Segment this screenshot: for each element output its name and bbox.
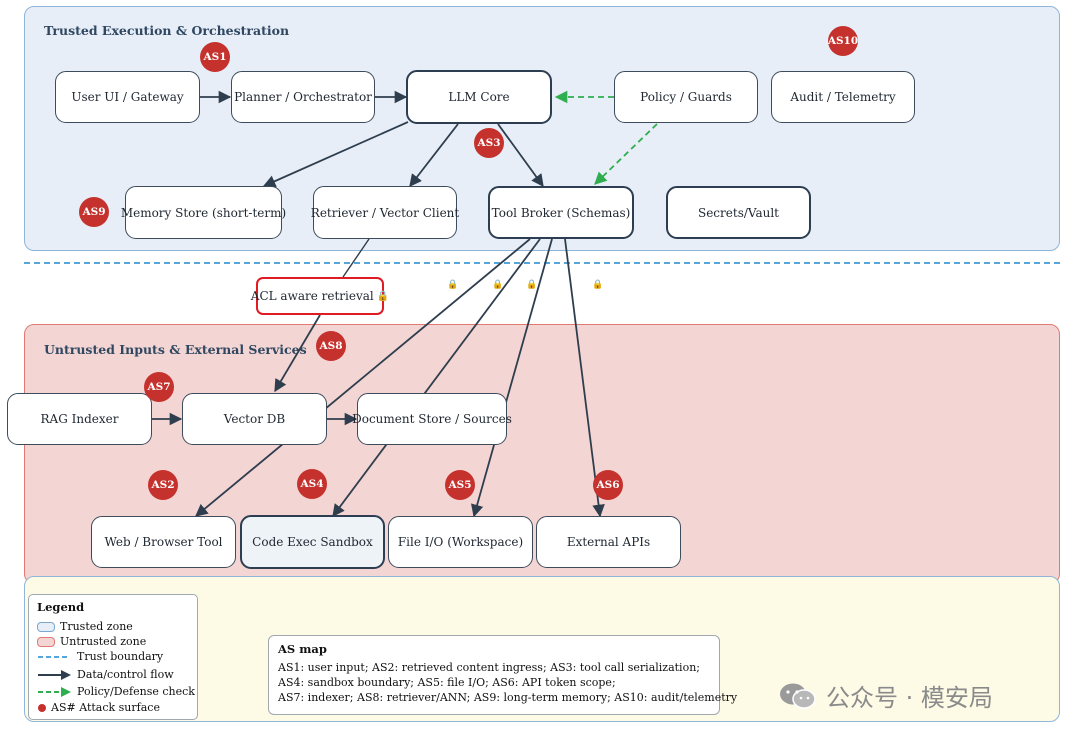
legend-label-policy: Policy/Defense check xyxy=(77,685,195,698)
attack-surface-badge-as4: AS4 xyxy=(297,469,327,499)
file-io-workspace-node: File I/O (Workspace) xyxy=(388,516,533,568)
legend: Legend Trusted zone Untrusted zone Trust… xyxy=(28,594,198,720)
legend-label-trusted: Trusted zone xyxy=(60,620,133,633)
external-apis-node: External APIs xyxy=(536,516,681,568)
attack-surface-dot-icon xyxy=(38,703,46,712)
untrusted-swatch xyxy=(37,636,55,647)
tool-broker-node: Tool Broker (Schemas) xyxy=(488,186,634,239)
lock-icon: 🔒 xyxy=(376,290,390,302)
document-store-node: Document Store / Sources xyxy=(352,393,512,445)
lock-icon: 🔒 xyxy=(492,280,504,290)
rag-indexer-node: RAG Indexer xyxy=(7,393,152,445)
legend-label-attack: AS# Attack surface xyxy=(51,701,160,714)
lock-icon: 🔒 xyxy=(447,280,459,290)
llm-core-node: LLM Core xyxy=(406,70,552,124)
web-browser-tool-node: Web / Browser Tool xyxy=(91,516,236,568)
vector-db-node: Vector DB xyxy=(182,393,327,445)
code-exec-sandbox-node: Code Exec Sandbox xyxy=(240,515,385,569)
watermark: 公众号 · 模安局 xyxy=(778,678,993,713)
attack-surface-badge-as9: AS9 xyxy=(79,197,109,227)
acl-label: ACL aware retrieval xyxy=(250,289,374,303)
user-ui-gateway-node: User UI / Gateway xyxy=(55,71,200,123)
trusted-swatch xyxy=(37,621,55,632)
legend-item-attack: AS# Attack surface xyxy=(37,701,160,714)
as-map-line: AS1: user input; AS2: retrieved content … xyxy=(278,661,700,674)
audit-telemetry-node: Audit / Telemetry xyxy=(771,71,915,123)
as-map: AS map AS1: user input; AS2: retrieved c… xyxy=(268,635,738,715)
legend-item-untrusted: Untrusted zone xyxy=(37,635,146,648)
attack-surface-badge-as7: AS7 xyxy=(144,372,174,402)
legend-item-trusted: Trusted zone xyxy=(37,620,133,633)
legend-label-boundary: Trust boundary xyxy=(77,650,164,663)
untrusted-zone-title: Untrusted Inputs & External Services xyxy=(44,342,307,357)
legend-item-boundary: Trust boundary xyxy=(37,650,163,663)
planner-orchestrator-node: Planner / Orchestrator xyxy=(231,71,375,123)
legend-item-flow: Data/control flow xyxy=(37,668,174,681)
as-map-line: AS4: sandbox boundary; AS5: file I/O; AS… xyxy=(278,676,616,689)
as-map-line: AS7: indexer; AS8: retriever/ANN; AS9: l… xyxy=(278,691,738,704)
legend-label-flow: Data/control flow xyxy=(77,668,174,681)
as-map-title: AS map xyxy=(278,642,327,656)
wechat-icon xyxy=(780,683,816,709)
attack-surface-badge-as5: AS5 xyxy=(445,470,475,500)
trusted-zone-title: Trusted Execution & Orchestration xyxy=(44,23,290,38)
legend-title: Legend xyxy=(37,600,85,614)
dashed-line-icon xyxy=(38,655,70,658)
retriever-vector-client-node: Retriever / Vector Client xyxy=(311,186,459,239)
trust-boundary-line xyxy=(24,262,1060,264)
attack-surface-badge-as8: AS8 xyxy=(316,331,346,361)
attack-surface-badge-as6: AS6 xyxy=(593,470,623,500)
acl-aware-retrieval-node: ACL aware retrieval 🔒 xyxy=(251,277,389,315)
attack-surface-badge-as2: AS2 xyxy=(148,470,178,500)
memory-store-node: Memory Store (short-term) xyxy=(121,186,286,239)
legend-item-policy: Policy/Defense check xyxy=(37,685,195,698)
dashed-arrow-icon xyxy=(38,686,71,697)
legend-label-untrusted: Untrusted zone xyxy=(60,635,147,648)
secrets-vault-node: Secrets/Vault xyxy=(666,186,811,239)
policy-guards-node: Policy / Guards xyxy=(614,71,758,123)
arrow-right-icon xyxy=(38,669,71,680)
attack-surface-badge-as1: AS1 xyxy=(200,42,230,72)
attack-surface-badge-as3: AS3 xyxy=(474,128,504,158)
lock-icon: 🔒 xyxy=(592,280,604,290)
attack-surface-badge-as10: AS10 xyxy=(828,26,858,56)
lock-icon: 🔒 xyxy=(526,280,538,290)
watermark-text: 公众号 · 模安局 xyxy=(826,684,993,712)
